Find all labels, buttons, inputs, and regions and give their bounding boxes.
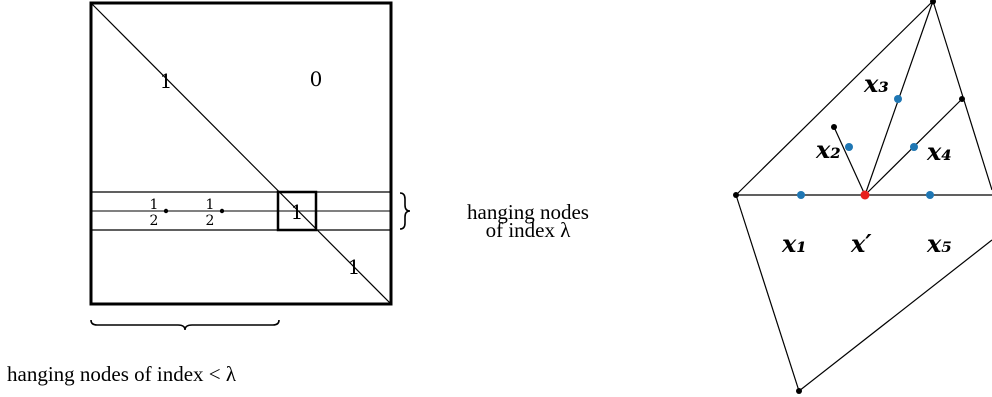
fraction-a-denominator: 2 (150, 213, 159, 229)
vertex-top (930, 0, 936, 5)
fraction-b-denominator: 2 (206, 213, 215, 229)
hanging-node-a (163, 208, 169, 214)
point-x2 (845, 143, 853, 151)
region-label-right: 0 (310, 67, 323, 91)
bottom-curly-brace (90, 319, 280, 331)
region-label-upper: 1 (160, 69, 173, 93)
right-curly-brace (399, 192, 411, 230)
point-x5 (926, 191, 934, 199)
bottom-caption: hanging nodes of index < λ (7, 362, 237, 386)
vertex-left (733, 192, 739, 198)
half-fraction-b: 1 2 (204, 197, 216, 229)
label-x5: x₅ (926, 229, 952, 258)
diag-label-center: 1 (291, 200, 304, 224)
label-x2: x₂ (815, 135, 841, 164)
edge-bottom-to-right (798, 239, 992, 392)
diagonal-line (90, 2, 392, 305)
fraction-a-numerator: 1 (150, 197, 159, 213)
edge-top-to-right (932, 0, 992, 191)
point-x1 (797, 191, 805, 199)
brace-caption-line1: hanging nodes (467, 200, 589, 224)
label-xprime: x′ (850, 229, 872, 258)
hanging-node-b (219, 208, 225, 214)
point-xprime (860, 190, 870, 200)
fraction-b-numerator: 1 (206, 197, 215, 213)
label-x1: x₁ (781, 229, 807, 258)
vertex-bottom (796, 388, 802, 394)
half-fraction-a: 1 2 (148, 197, 160, 229)
edge-left-to-bottom (735, 194, 800, 392)
edge-node-to-xprime-left (833, 126, 866, 196)
label-x3: x₃ (863, 69, 889, 98)
outer-square (89, 1, 393, 306)
vertex-upper-right (959, 96, 965, 102)
edge-left-to-top (735, 0, 934, 196)
point-x3 (894, 95, 902, 103)
right-figure: x₁ x₂ x₃ x₄ x₅ x′ (733, 0, 992, 394)
point-x4 (910, 143, 918, 151)
highlight-box (276, 190, 318, 232)
brace-caption-line2: of index λ (486, 218, 572, 242)
vertex-upper-left (831, 124, 837, 130)
label-x4: x₄ (926, 137, 952, 166)
left-figure: 1 0 1 1 1 2 1 2 hanging nodes of index λ… (7, 1, 589, 386)
region-label-lower: 1 (348, 255, 361, 279)
